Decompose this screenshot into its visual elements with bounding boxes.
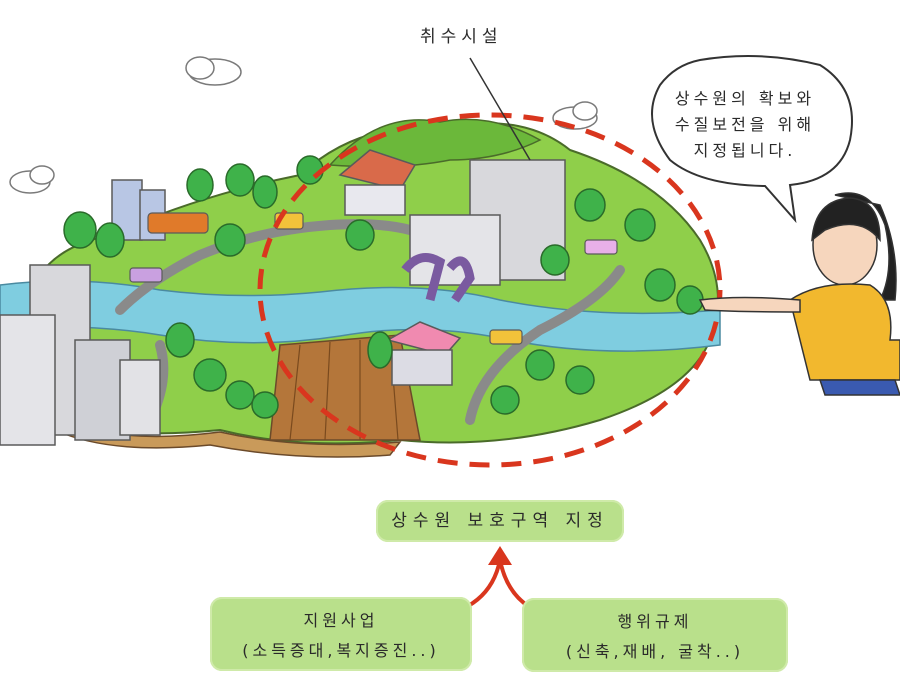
cloud-icon xyxy=(552,101,598,130)
speech-bubble-text: 상수원의 확보와 수질보전을 위해 지정됩니다. xyxy=(660,86,830,164)
speech-bubble xyxy=(651,55,853,224)
protection-zone-outline xyxy=(257,112,723,468)
activity-regulation-box: 행위규제 (신축,재배, 굴착..) xyxy=(522,598,788,672)
regulation-detail: (신축,재배, 굴착..) xyxy=(565,642,745,661)
girl-character xyxy=(698,192,900,396)
speech-line: 지정됩니다. xyxy=(693,141,797,160)
facility-leader-line xyxy=(469,57,531,161)
speech-line: 수질보전을 위해 xyxy=(674,115,816,134)
support-program-box: 지원사업 (소득증대,복지증진..) xyxy=(210,597,472,671)
support-detail: (소득증대,복지증진..) xyxy=(242,641,440,660)
regulation-title: 행위규제 xyxy=(617,612,693,631)
tree xyxy=(63,155,704,419)
intake-facility-label: 취수시설 xyxy=(420,27,503,47)
cloud-icon xyxy=(185,56,242,86)
city-buildings xyxy=(0,179,166,446)
protection-zone-designation-box: 상수원 보호구역 지정 xyxy=(376,500,624,542)
speech-line: 상수원의 확보와 xyxy=(674,89,816,108)
house xyxy=(338,149,417,216)
cloud-icon xyxy=(9,165,55,194)
arrow-head-icon xyxy=(488,546,512,565)
vehicle xyxy=(129,212,618,345)
support-title: 지원사업 xyxy=(303,611,379,630)
house xyxy=(386,321,462,386)
